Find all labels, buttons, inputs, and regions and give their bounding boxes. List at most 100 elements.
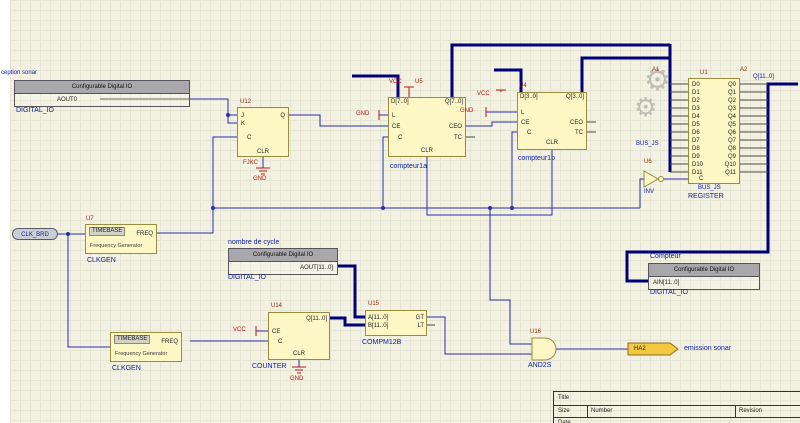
designator-u7[interactable]: U7 — [86, 216, 94, 222]
net-label-bus-js[interactable]: BUS_JS — [636, 141, 659, 147]
pin-clr: CLR — [420, 148, 433, 154]
libref-u15[interactable]: COMPM12B — [362, 339, 402, 346]
component-u5[interactable]: D[7..0] Q[7..0] L CE C CEO TC CLR — [388, 97, 466, 157]
libref-u12[interactable]: FJKC — [243, 160, 258, 166]
component-u7-timebase[interactable]: TIMEBASE FREQ Frequency Generator — [85, 224, 157, 254]
gnd-label[interactable]: GND — [356, 111, 370, 117]
net-label-q-bus[interactable]: Q[11..0] — [753, 74, 774, 80]
pin-a-bus: A[11..0] — [368, 315, 389, 321]
pin-q2: Q2 — [727, 98, 736, 104]
inverter-symbol[interactable] — [643, 170, 664, 188]
component-timebase-2[interactable]: TIMEBASE FREQ Frequency Generator — [110, 332, 182, 362]
pin-q-bus: Q[11..0] — [306, 316, 327, 322]
and-gate-symbol[interactable] — [531, 337, 557, 361]
libref-u1[interactable]: REGISTER — [688, 193, 724, 200]
annotation-a2[interactable]: A2 — [740, 67, 748, 73]
designator-u6[interactable]: U6 — [644, 159, 652, 165]
pin-q-bus: Q[3..0] — [565, 94, 584, 100]
annotation-compteur[interactable]: Compteur — [650, 253, 681, 260]
digital-io-cycle[interactable]: Configurable Digital IO AOUT[11..0] — [228, 248, 338, 275]
digital-io-top[interactable]: Configurable Digital IO AOUT0 — [14, 80, 190, 107]
libref-u7[interactable]: CLKGEN — [87, 257, 116, 264]
bus-wires[interactable] — [330, 43, 798, 327]
title-block-line — [587, 405, 588, 417]
sheet-margin — [0, 0, 10, 423]
gnd-label[interactable]: GND — [253, 176, 267, 182]
comment-frequency-generator: Frequency Generator — [90, 243, 143, 249]
gnd-label[interactable]: GND — [290, 376, 304, 382]
pin-b-bus: B[11..0] — [368, 323, 389, 329]
component-u4[interactable]: D[3..0] Q[3..0] L CE C CEO TC CLR — [517, 92, 587, 150]
port-clk-brd[interactable]: CLK_BRD — [12, 228, 58, 240]
title-block-size: Size — [558, 408, 570, 414]
title-block: Title Size Number Revision Date — [553, 391, 800, 423]
annotation-a1[interactable]: A1 — [652, 67, 660, 73]
pin-c: C — [527, 130, 532, 136]
component-u14-counter[interactable]: Q[11..0] CE C CLR — [268, 312, 330, 360]
digital-io-compteur-libref[interactable]: DIGITAL_IO — [650, 289, 688, 296]
component-u15-comparator[interactable]: A[11..0] B[11..0] GT LT — [365, 310, 427, 336]
title-block-title: Title — [558, 395, 570, 401]
annotation-reception-sonar[interactable]: ception sonar — [1, 70, 38, 76]
pin-q: Q — [280, 113, 285, 119]
libref-timebase-2[interactable]: CLKGEN — [112, 365, 141, 372]
designator-u12[interactable]: U12 — [240, 99, 252, 105]
designator-u16[interactable]: U16 — [530, 329, 542, 335]
pin-d9: D9 — [692, 154, 700, 160]
designator-u4[interactable]: U4 — [519, 83, 527, 89]
digital-io-top-title: Configurable Digital IO — [15, 81, 189, 94]
pin-ceo: CEO — [448, 124, 462, 130]
libref-u5[interactable]: compteur1a — [390, 163, 427, 170]
timebase-label: TIMEBASE — [89, 227, 126, 237]
digital-io-cycle-title: Configurable Digital IO — [229, 249, 337, 262]
signal-wires[interactable] — [58, 98, 688, 367]
ha2-port-shape[interactable] — [627, 342, 679, 356]
designator-u5[interactable]: U5 — [415, 79, 423, 85]
port-ha2-label[interactable]: HA2 — [634, 346, 646, 352]
vcc-label[interactable]: VCC — [233, 327, 246, 333]
component-u1-register[interactable]: D0 D1 D2 D3 D4 D5 D6 D7 D8 D9 D10 D11 Q0… — [688, 78, 740, 184]
component-u12[interactable]: J K C Q CLR — [237, 107, 289, 157]
pin-q8: Q8 — [727, 146, 736, 152]
pin-q10: Q10 — [724, 162, 736, 168]
power-symbols[interactable] — [255, 86, 506, 374]
pin-tc: TC — [454, 135, 462, 141]
libref-u14[interactable]: COUNTER — [252, 363, 287, 370]
gear-watermark-icon: ⚙ — [644, 64, 671, 97]
designator-u14[interactable]: U14 — [271, 303, 283, 309]
digital-io-top-libref[interactable]: DIGITAL_IO — [16, 107, 54, 114]
pin-aout0: AOUT0 — [57, 97, 78, 103]
comment-frequency-generator: Frequency Generator — [115, 351, 168, 357]
pin-q7: Q7 — [727, 138, 736, 144]
title-block-date: Date — [558, 420, 571, 423]
pin-l: L — [392, 113, 396, 119]
digital-io-cycle-libref[interactable]: DIGITAL_IO — [228, 274, 266, 281]
annotation-nombre-de-cycle[interactable]: nombre de cycle — [228, 239, 280, 246]
pin-tc: TC — [575, 130, 583, 136]
pin-q9: Q9 — [727, 154, 736, 160]
pin-d4: D4 — [692, 114, 700, 120]
pin-stubs — [100, 83, 768, 326]
pin-ce: CE — [521, 120, 530, 126]
pin-q4: Q4 — [727, 114, 736, 120]
pin-clr: CLR — [292, 351, 305, 357]
pin-lt: LT — [417, 323, 424, 329]
libref-u6[interactable]: INV — [644, 189, 655, 195]
digital-io-compteur[interactable]: Configurable Digital IO AIN[11..0] — [648, 263, 760, 290]
libref-u16[interactable]: AND2S — [528, 362, 552, 369]
designator-u1[interactable]: U1 — [700, 70, 708, 76]
gear-watermark-icon: ⚙ — [634, 92, 658, 122]
libref-u4[interactable]: compteur1b — [518, 155, 555, 162]
designator-u15[interactable]: U15 — [368, 301, 380, 307]
annotation-emission-sonar[interactable]: emission sonar — [684, 345, 732, 352]
gnd-label[interactable]: GND — [460, 108, 474, 114]
vcc-label[interactable]: VCC — [389, 79, 402, 85]
pin-d6: D6 — [692, 130, 700, 136]
pin-q11: Q11 — [725, 170, 736, 176]
net-label-bus-js[interactable]: BUS_JS — [698, 185, 721, 191]
pin-d11: D11 — [692, 170, 703, 176]
pin-d5: D5 — [692, 122, 700, 128]
vcc-label[interactable]: VCC — [477, 91, 490, 97]
